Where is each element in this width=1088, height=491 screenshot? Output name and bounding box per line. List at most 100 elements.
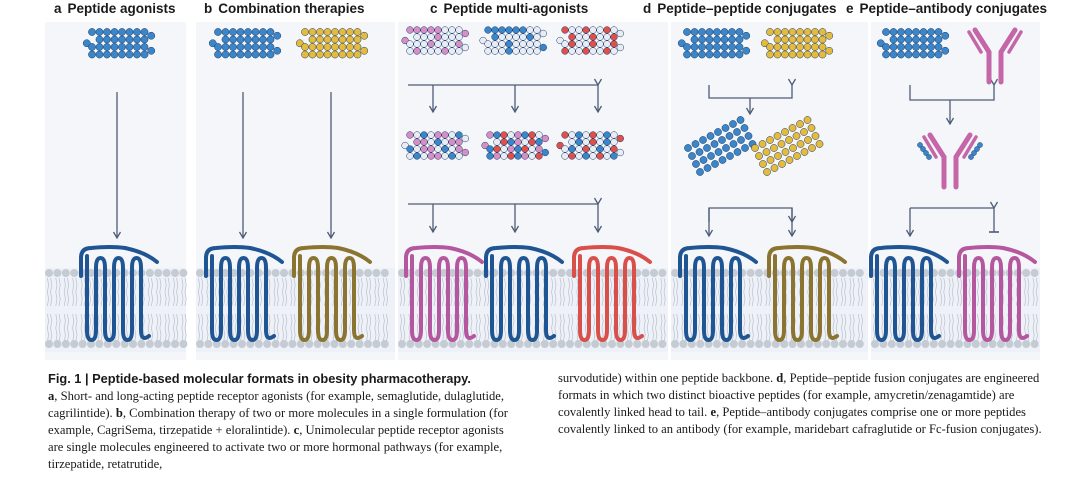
bead [610,152,618,160]
lipid-tail [765,277,771,307]
arrow-c-2-head [510,225,520,234]
bead [308,28,317,36]
bead [140,28,149,36]
bead [785,136,793,144]
lipid-tail [198,313,204,343]
conjugate-d-blue-part [684,116,757,176]
bead [455,131,463,139]
bead [575,40,583,48]
lipid-head [988,340,997,348]
bead [690,50,699,59]
lipid-head [355,340,364,348]
bead [461,134,469,143]
lipid-head [398,340,406,348]
bead [897,43,905,51]
bead [346,43,354,51]
lipid-head [162,340,171,348]
bead [589,47,597,55]
bead [735,28,744,36]
bead [713,35,721,44]
bead [876,39,885,48]
bead [777,140,786,148]
bead [698,43,706,51]
lipid-head [515,340,524,348]
bead [500,138,508,146]
bead [353,43,362,51]
lipid-head [338,340,347,348]
bead [526,33,534,41]
lipid-tail [72,313,78,343]
bead [568,145,576,153]
lipid-tail [765,313,771,343]
lipid-head [221,269,230,277]
bead [804,136,812,144]
bead [95,50,104,59]
bead [448,152,456,160]
lipid-head [305,340,314,348]
bead [514,152,522,160]
lipid-head [482,340,490,348]
bead [582,26,590,34]
receptor-e-magenta [957,245,1037,342]
bead [882,50,890,59]
lipid-head [696,340,705,348]
bead [125,43,134,51]
bead [484,26,492,34]
bead [923,150,929,156]
bead [512,26,520,34]
bead [420,152,428,160]
bead [103,43,111,51]
receptor-b-gold [292,245,372,342]
panel-d-title: Peptide–peptide conjugates [657,1,837,16]
bead [427,40,435,48]
bead [589,33,597,41]
bead [912,43,920,51]
lipid-head [582,340,591,348]
lipid-tail [849,313,855,343]
bead [919,28,928,36]
lipid-head [271,269,280,277]
lipid-head [591,340,600,348]
bead [773,43,782,51]
bead [401,36,409,45]
bead [677,39,686,48]
lipid-head [830,340,839,348]
bead [498,47,506,55]
bead [818,43,827,51]
receptor-e-blue [869,245,949,342]
bead [331,50,339,59]
lipid-head [212,269,221,277]
lipid-head [204,340,213,348]
antibody-top [967,27,1023,85]
bead [229,43,237,51]
bead [273,31,282,40]
bead [934,35,943,44]
lipid-head [1030,340,1039,348]
peptide-a [82,28,156,59]
lipid-tail [652,277,658,307]
lipid-head [296,340,305,348]
bead [720,28,729,36]
bead [434,33,442,41]
bead [714,128,722,136]
lipid-head [70,340,79,348]
bead [766,156,775,164]
bead [575,26,583,34]
lipid-head [246,340,255,348]
bead [596,40,604,48]
bead [110,43,119,51]
lipid-tail [181,277,187,307]
panel-d-letter: d [643,1,652,16]
bead [796,120,804,128]
lipid-tail [55,277,61,307]
peptide-c-top-1 [401,26,469,55]
lipid-tail [643,277,649,307]
lipid-tail [940,313,946,343]
bead [514,131,522,139]
bead [561,131,569,139]
lipid-tail [832,277,838,307]
bead [773,28,782,36]
lipid-tail [382,313,388,343]
bead [692,160,700,168]
